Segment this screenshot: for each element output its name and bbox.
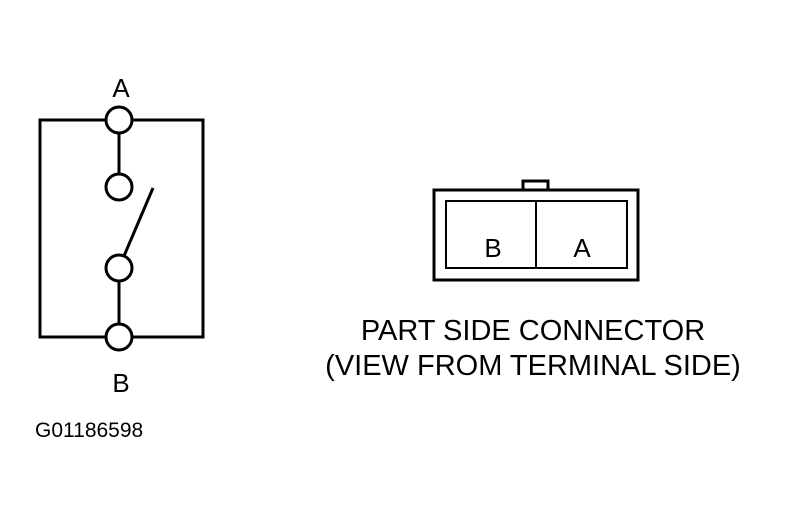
- terminal-b-circle: [104, 322, 134, 352]
- terminal-b-label: B: [112, 368, 129, 398]
- switch-lower-contact: [104, 253, 134, 283]
- connector-caption-line1: PART SIDE CONNECTOR: [361, 315, 705, 347]
- connector-cavity-a-label: A: [573, 233, 591, 263]
- connector-caption-line2: (VIEW FROM TERMINAL SIDE): [325, 350, 741, 382]
- switch-blade: [122, 187, 155, 257]
- switch-schematic: A B: [38, 73, 205, 398]
- connector-cavity-b-label: B: [484, 233, 501, 263]
- switch-frame-wire: [38, 118, 205, 339]
- figure-id: G01186598: [35, 419, 143, 442]
- connector-face: B A: [432, 179, 640, 282]
- terminal-a-circle: [104, 105, 134, 135]
- terminal-a-label: A: [112, 73, 130, 103]
- switch-upper-contact: [104, 172, 134, 202]
